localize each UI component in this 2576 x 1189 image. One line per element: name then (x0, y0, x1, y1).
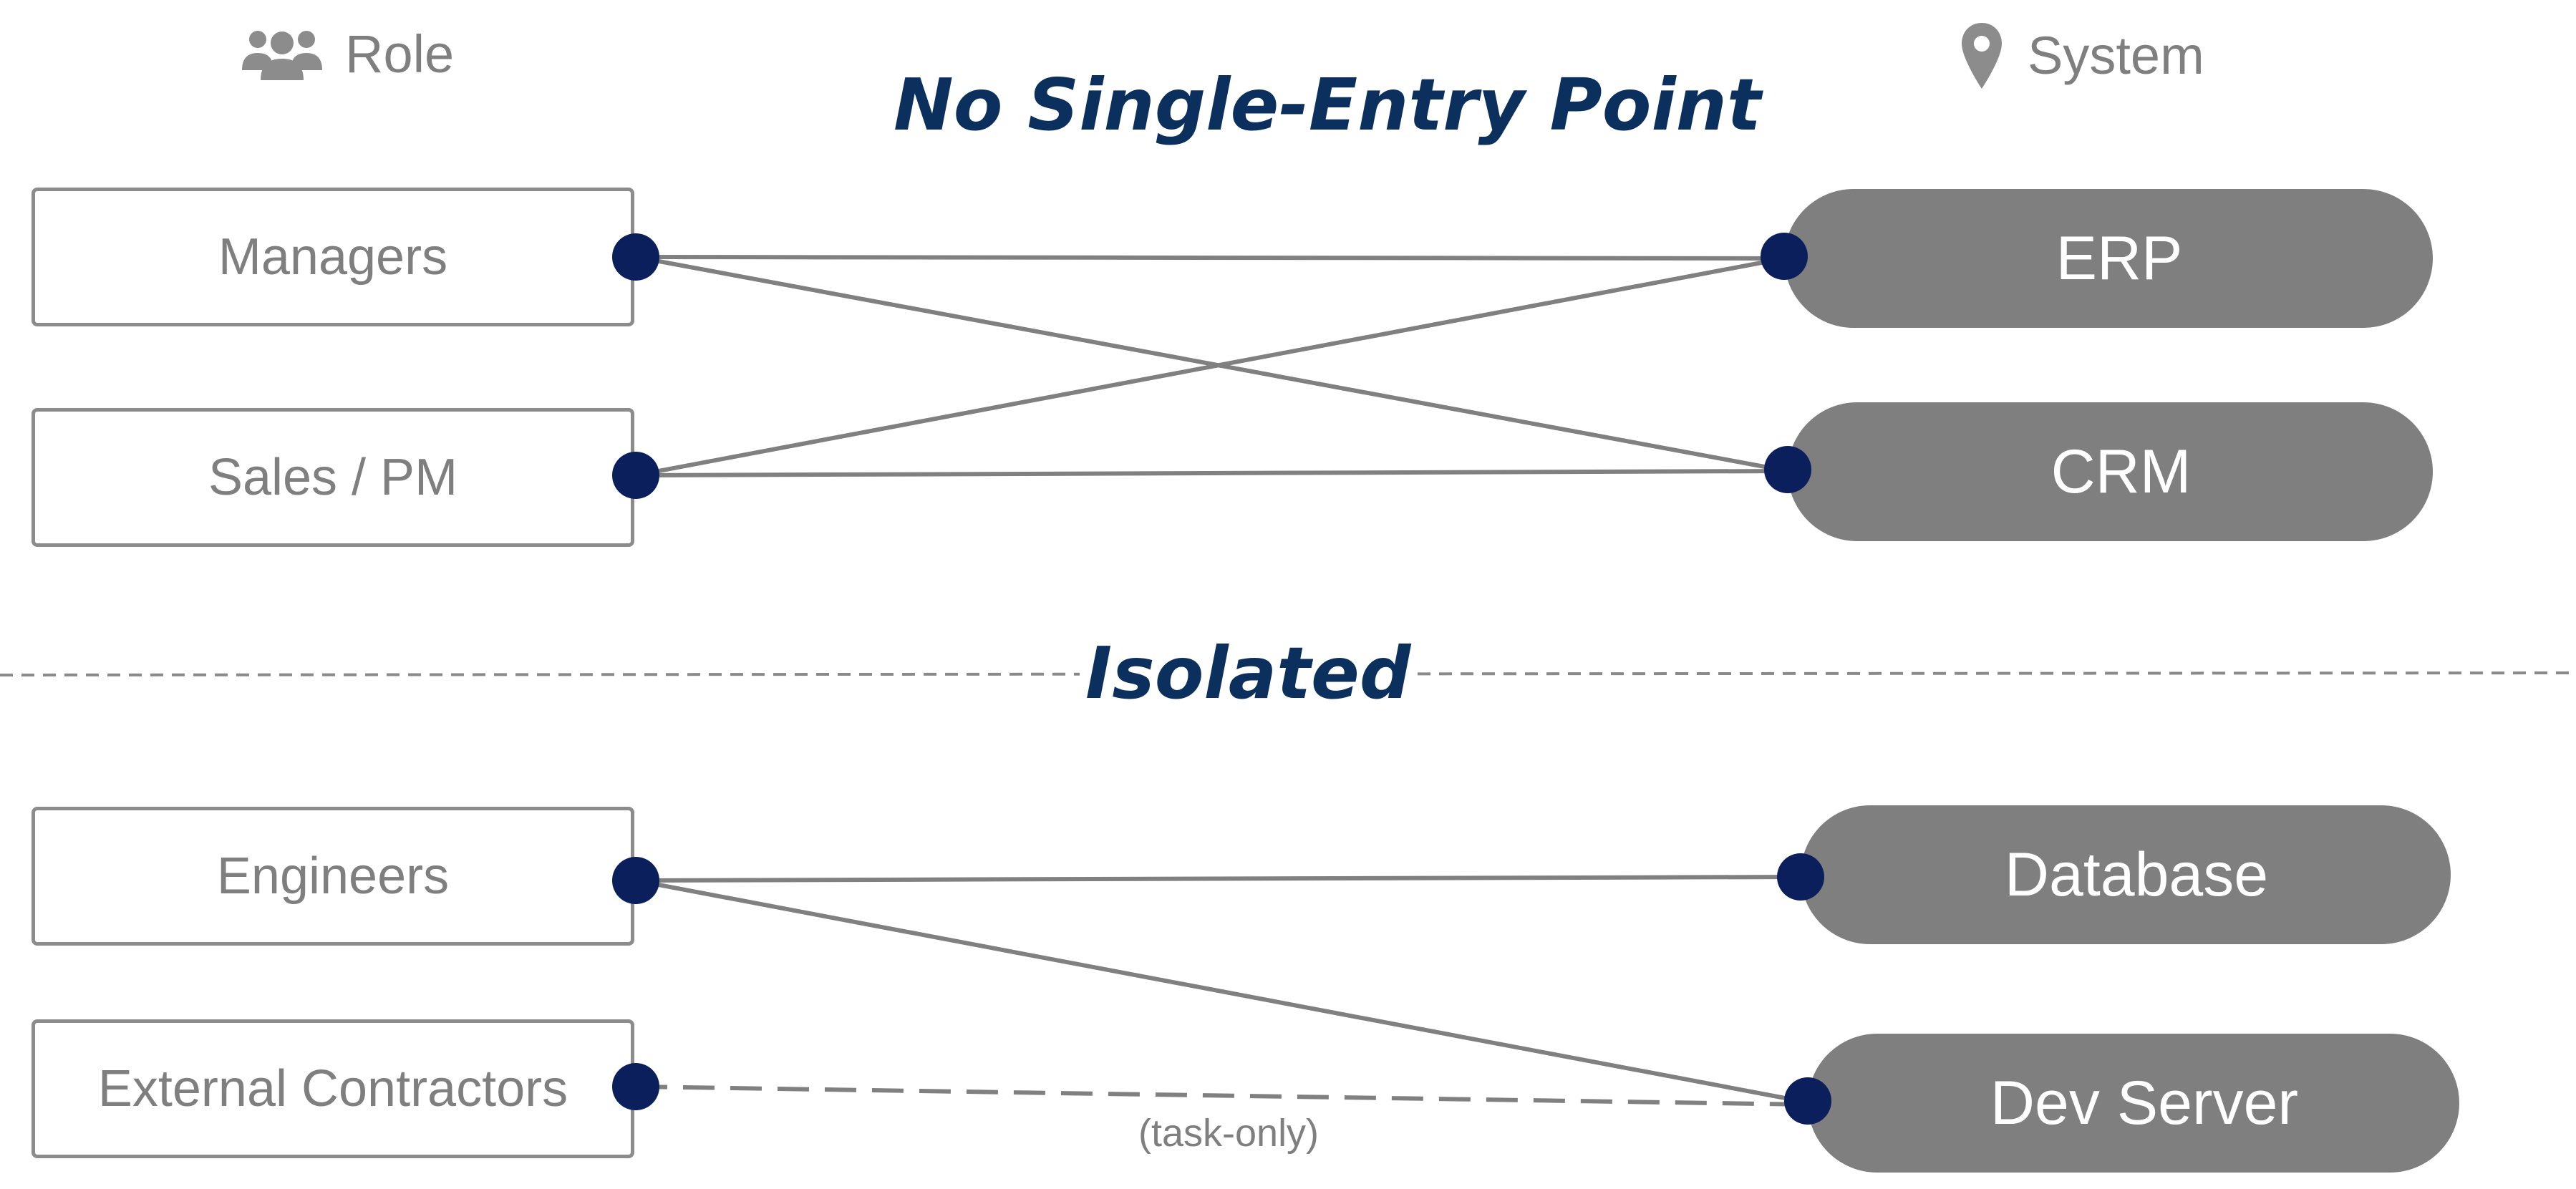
system-header-label: System (2028, 26, 2204, 85)
connector-dot-engineers (612, 857, 659, 904)
connector-dot-managers (612, 233, 659, 281)
connector-dot-database (1777, 853, 1824, 901)
isolated-section-title: Isolated (1080, 631, 1417, 715)
role-node-sales-pm: Sales / PM (32, 408, 634, 547)
connector-contractors-devserver (635, 1084, 1808, 1107)
role-node-engineers: Engineers (32, 807, 634, 946)
map-pin-icon (1962, 23, 2002, 89)
connector-dot-dev-server (1784, 1077, 1831, 1125)
system-node-database: Database (1801, 805, 2451, 944)
connector-sales-crm (635, 469, 1788, 477)
connector-engineers-database (635, 875, 1801, 883)
role-node-managers: Managers (32, 188, 634, 326)
system-column-header: System (1960, 21, 2204, 90)
connector-sales-erp (635, 256, 1785, 477)
people-group-icon (242, 31, 322, 80)
task-only-note: (task-only) (1138, 1112, 1320, 1155)
system-node-crm: CRM (1788, 402, 2433, 541)
connector-managers-erp (635, 255, 1785, 261)
connector-dot-erp (1761, 233, 1808, 280)
role-header-label: Role (345, 24, 455, 84)
connector-engineers-devserver (635, 878, 1808, 1105)
role-node-external-contractors: External Contractors (32, 1019, 634, 1158)
connector-dot-crm (1764, 446, 1811, 493)
system-node-erp: ERP (1784, 189, 2433, 328)
connector-dot-sales-pm (612, 452, 659, 499)
role-column-header: Role (241, 27, 454, 82)
diagram-title: No Single-Entry Point (894, 63, 1761, 147)
system-node-dev-server: Dev Server (1808, 1034, 2459, 1173)
connector-managers-crm (635, 255, 1788, 473)
connector-dot-external-contractors (612, 1063, 659, 1110)
